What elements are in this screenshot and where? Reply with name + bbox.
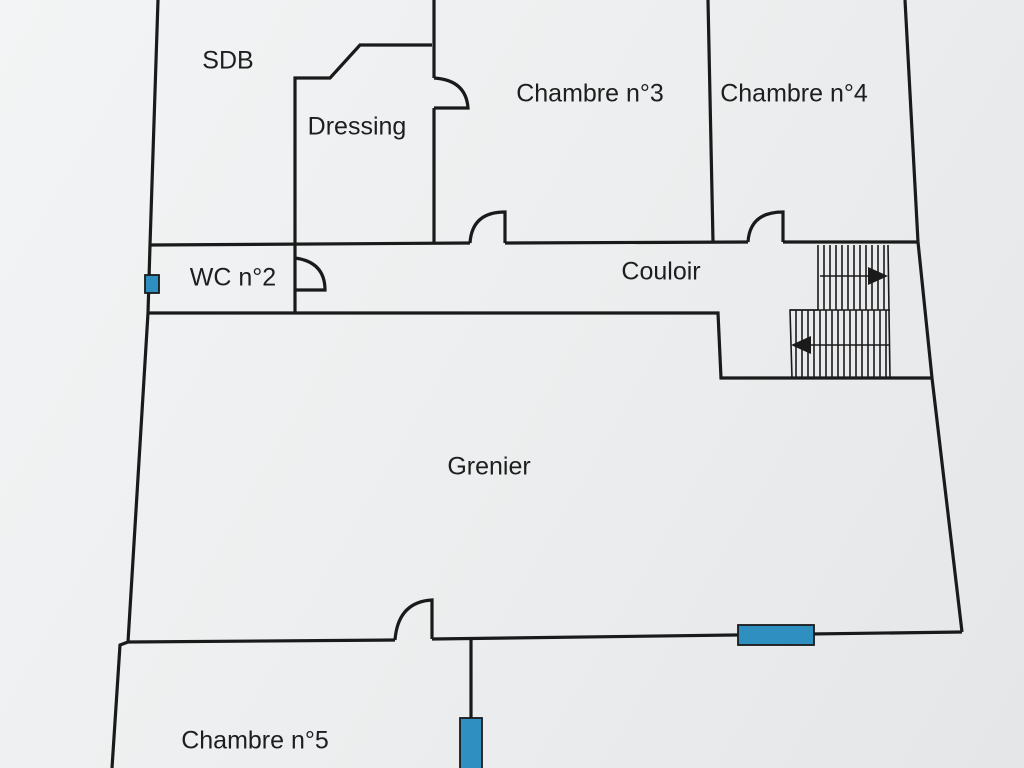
room-label-chambre4: Chambre n°4 [720,79,868,108]
dressing-wall [293,43,432,312]
grenier-bottom-wall [127,638,396,644]
room-label-chambre5: Chambre n°5 [181,726,329,755]
arrow-right-icon [868,267,888,285]
stair-steps [795,245,887,378]
room-label-chambre3: Chambre n°3 [516,79,664,108]
room-label-couloir: Couloir [621,257,701,286]
room-label-grenier: Grenier [447,452,531,481]
grenier-bottom-wall-2 [431,630,963,641]
door-wc2 [294,256,327,292]
door-chambre3 [468,210,507,244]
right-outer-wall [903,0,964,633]
room-label-sdb: SDB [202,46,254,75]
door-chambre4 [746,210,785,243]
room-label-wc2: WC n°2 [189,263,277,292]
stairs-right [887,244,891,379]
door-chambre5 [393,598,434,641]
window-grenier [737,624,815,646]
left-outer-wall [110,0,160,768]
room-label-dressing: Dressing [307,112,407,141]
window-wc2 [144,274,160,294]
corridor-top-wall [149,241,471,247]
chambre3-4-wall [706,0,715,243]
door-chambre3-side [433,76,470,110]
window-chambre5 [459,717,483,768]
arrow-left-icon [791,336,811,354]
corridor-top-wall-2 [504,240,749,245]
